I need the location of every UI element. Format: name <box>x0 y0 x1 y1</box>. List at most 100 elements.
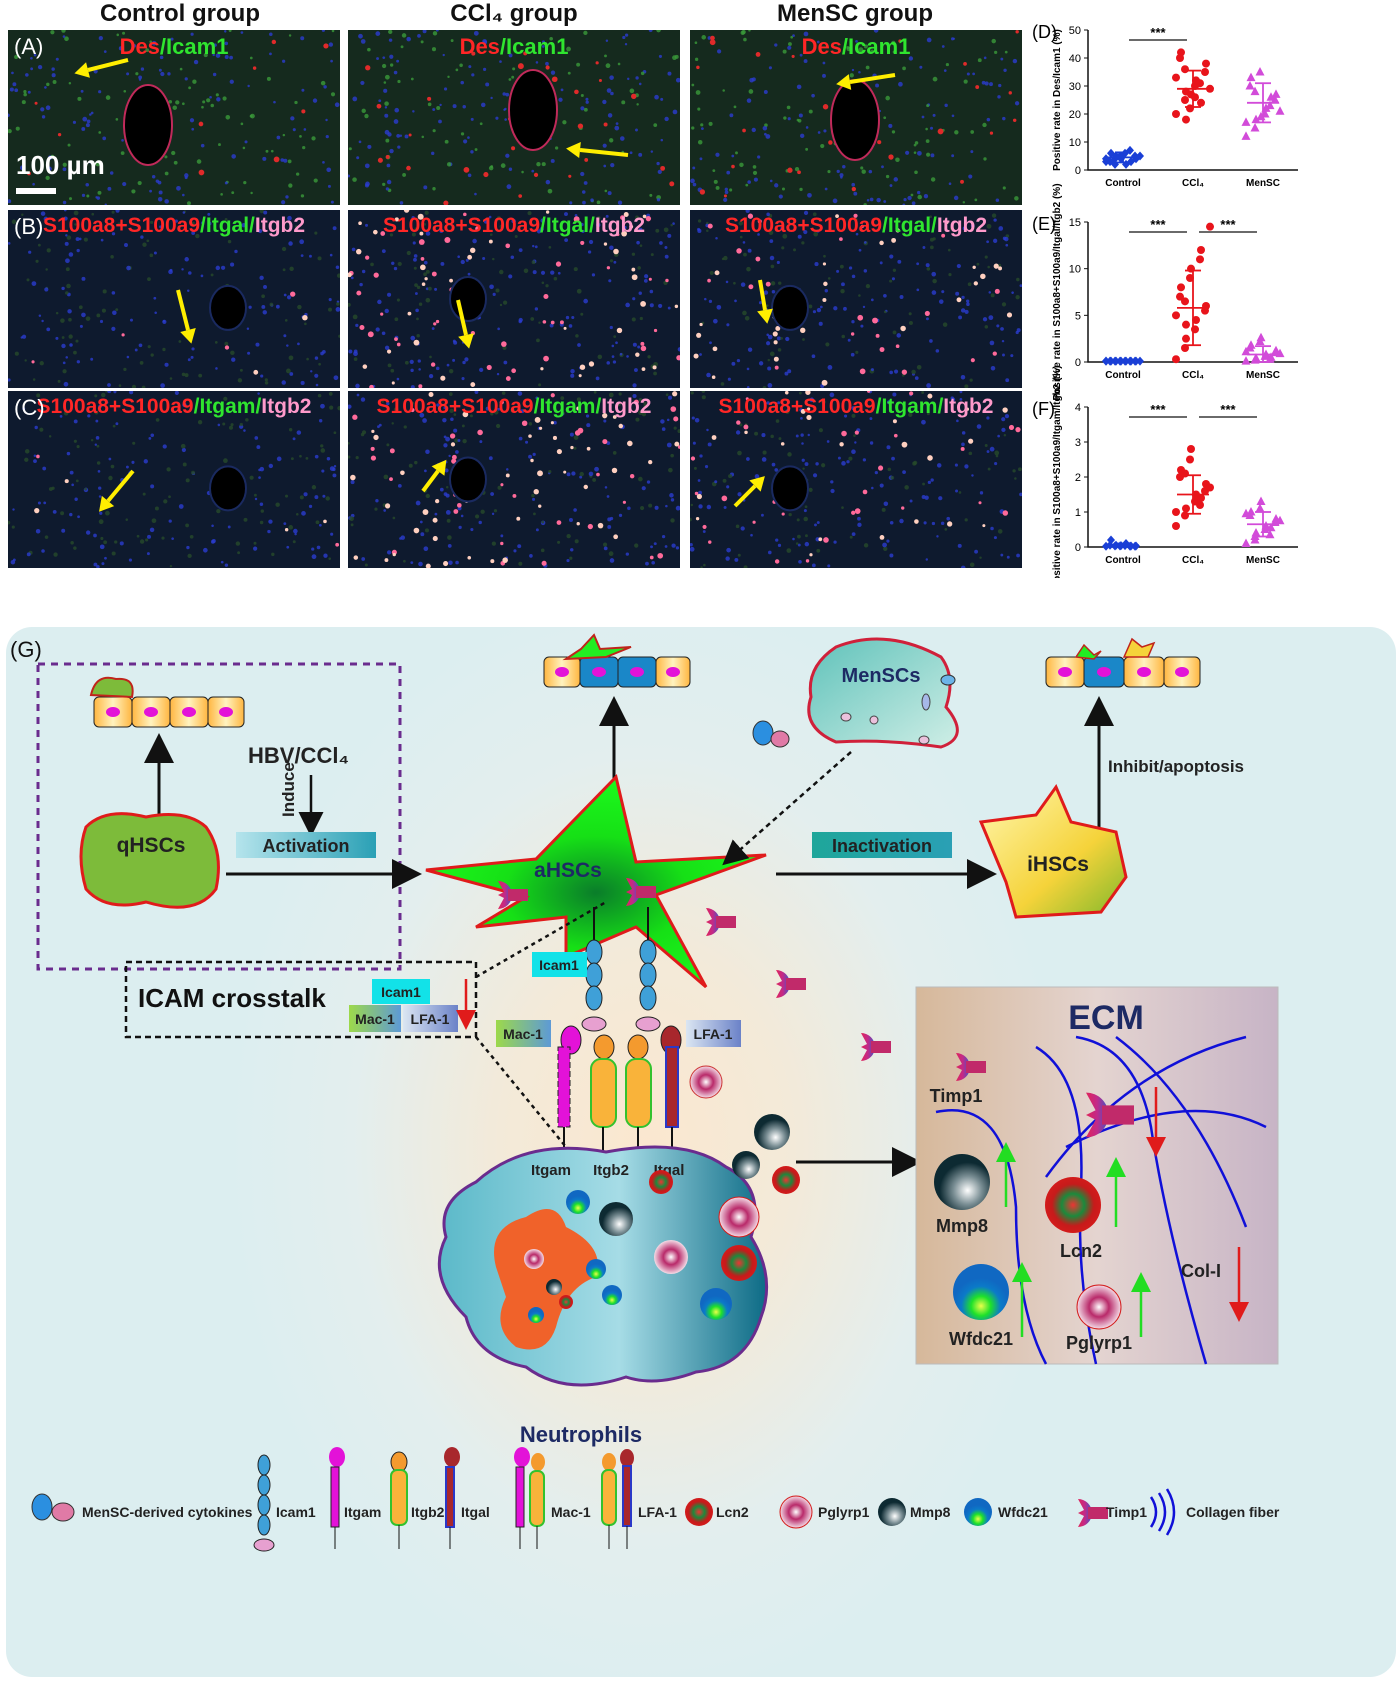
data-point <box>1270 95 1280 104</box>
micrograph-texture <box>8 30 340 205</box>
hepatocyte-row-1 <box>89 676 245 728</box>
mac1-badge-small-label: Mac-1 <box>355 1011 395 1027</box>
data-point <box>1136 356 1144 366</box>
mmp8-granule <box>546 1279 562 1295</box>
legend-cytokines: MenSC-derived cytokines <box>82 1504 253 1520</box>
pglyrp1-granule <box>718 1196 760 1238</box>
wfdc21-granule <box>528 1307 544 1323</box>
y-tick-label: 3 <box>1075 437 1081 449</box>
ihsc-label: iHSCs <box>1027 853 1089 876</box>
data-point <box>1256 496 1266 505</box>
panel-label: (F) <box>1032 399 1055 419</box>
yellow-arrow-icon <box>758 279 767 311</box>
wfdc21-granule <box>566 1190 590 1214</box>
data-point <box>1275 515 1285 525</box>
data-point <box>1241 346 1251 356</box>
col1-label: Col-I <box>1181 1261 1221 1281</box>
mac1-badge-label: Mac-1 <box>503 1026 543 1042</box>
wfdc21-label: Wfdc21 <box>949 1329 1013 1349</box>
pglyrp1-granule <box>524 1249 544 1269</box>
menscs-cell <box>807 637 959 749</box>
stain-label: S100a8+S100a9/Itgam/Itgb2 <box>36 395 312 418</box>
pglyrp1-granule <box>654 1240 688 1274</box>
data-point <box>1241 356 1251 365</box>
legend-icam1: Icam1 <box>276 1504 316 1520</box>
group-title-ccl4: CCl₄ group <box>450 0 578 27</box>
micrograph-texture <box>348 30 680 205</box>
lfa1-badge-label: LFA-1 <box>694 1026 733 1042</box>
data-point <box>1172 73 1180 82</box>
inhibit-label: Inhibit/apoptosis <box>1108 757 1244 776</box>
y-tick-label: 0 <box>1075 542 1081 554</box>
data-point <box>1266 522 1276 532</box>
scale-bar-label: 100 µm <box>16 150 105 180</box>
integrin-receptors <box>557 1025 682 1167</box>
icam1-badge-label: Icam1 <box>539 957 579 973</box>
arrow-mensc-dashed <box>722 751 852 866</box>
panel-label-A: (A) <box>14 34 44 59</box>
lcn2-granule <box>772 1166 800 1194</box>
induce-label: Induce <box>279 762 298 817</box>
micrograph-A-2: Des/Icam1 <box>348 30 680 205</box>
data-point <box>1241 131 1251 140</box>
micrograph-texture <box>690 210 1022 388</box>
data-point <box>1245 81 1255 90</box>
itgb2-label: Itgb2 <box>593 1162 629 1179</box>
qhsc-label: qHSCs <box>117 834 186 857</box>
itgam-label: Itgam <box>531 1162 571 1179</box>
mmp8-granule <box>599 1202 633 1236</box>
legend-wfdc21: Wfdc21 <box>998 1504 1048 1520</box>
data-point <box>1266 92 1276 101</box>
data-point <box>1172 355 1180 364</box>
data-point <box>1181 96 1189 104</box>
y-tick-label: 40 <box>1069 53 1081 65</box>
legend-lcn2: Lcn2 <box>716 1504 749 1520</box>
micrograph-texture <box>348 391 680 568</box>
y-axis-label: Positive rate in Des/Icam1 (%) <box>1052 29 1063 171</box>
icam1-chains <box>581 907 661 1032</box>
stain-label: Des/Icam1 <box>459 34 569 59</box>
lfa1-badge-small-label: LFA-1 <box>411 1011 450 1027</box>
lfa1-badge-small <box>403 1005 458 1032</box>
menscs-label: MenSCs <box>842 665 921 687</box>
data-point <box>1107 148 1115 158</box>
legend-mmp8: Mmp8 <box>910 1504 951 1520</box>
data-point <box>1251 114 1261 124</box>
micrograph-B-2: S100a8+S100a9/Itgal/Itgb2 <box>348 210 680 388</box>
data-point <box>1186 274 1194 282</box>
timp1-icon <box>776 970 806 998</box>
wfdc21-icon <box>953 1264 1009 1320</box>
x-tick-label: Control <box>1105 370 1141 381</box>
mmp8-granule <box>754 1114 790 1150</box>
y-axis-label: Positive rate in S100a8+S100a9/Itgam/Itg… <box>1052 365 1063 578</box>
mmp8-icon <box>934 1154 990 1210</box>
timp1-icon <box>861 1033 891 1061</box>
micrograph-texture <box>8 210 340 388</box>
data-point <box>1271 89 1281 98</box>
y-tick-label: 0 <box>1075 165 1081 177</box>
data-point <box>1246 72 1256 82</box>
y-tick-label: 1 <box>1075 507 1081 519</box>
yellow-arrow-icon <box>456 299 468 336</box>
legend-itgb2: Itgb2 <box>411 1504 445 1520</box>
data-point <box>1177 48 1185 57</box>
scale-bar <box>16 188 56 194</box>
icam1-badge <box>532 952 587 977</box>
lcn2-icon <box>1045 1177 1101 1233</box>
micrograph-texture <box>690 30 1022 205</box>
mechanism-schematic: (G) HBV/CCl₄ Induce Activation qHSCs aHS… <box>6 627 1396 1677</box>
y-tick-label: 0 <box>1075 357 1081 369</box>
qhsc-box <box>36 662 402 971</box>
data-point <box>1172 311 1180 320</box>
data-point <box>1206 483 1214 492</box>
yellow-arrow-icon <box>849 73 896 84</box>
legend-itgal: Itgal <box>461 1504 490 1520</box>
data-point <box>1182 504 1190 513</box>
stain-label: S100a8+S100a9/Itgam/Itgb2 <box>718 395 994 418</box>
data-point <box>1250 123 1260 132</box>
y-tick-label: 20 <box>1069 109 1081 121</box>
data-point <box>1181 297 1189 306</box>
ihsc-cell <box>978 783 1128 919</box>
x-tick-label: MenSC <box>1246 178 1280 189</box>
